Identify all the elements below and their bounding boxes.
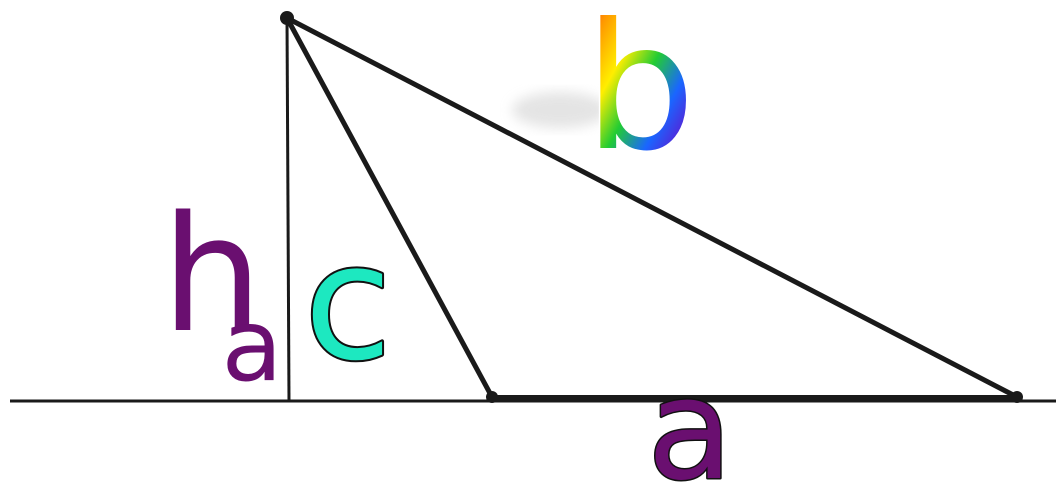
vertex-left	[486, 391, 498, 403]
label-c: c	[304, 209, 392, 396]
side-b-line	[285, 15, 1019, 400]
b-label-shadow	[512, 92, 608, 128]
label-h: h	[161, 181, 262, 368]
label-h-subscript: a	[221, 287, 282, 404]
height-line	[285, 17, 291, 402]
vertex-right	[1011, 391, 1023, 403]
vertex-top	[280, 11, 294, 25]
label-b: b	[584, 0, 695, 190]
label-a: a	[647, 349, 733, 490]
side-c-line	[284, 16, 495, 399]
